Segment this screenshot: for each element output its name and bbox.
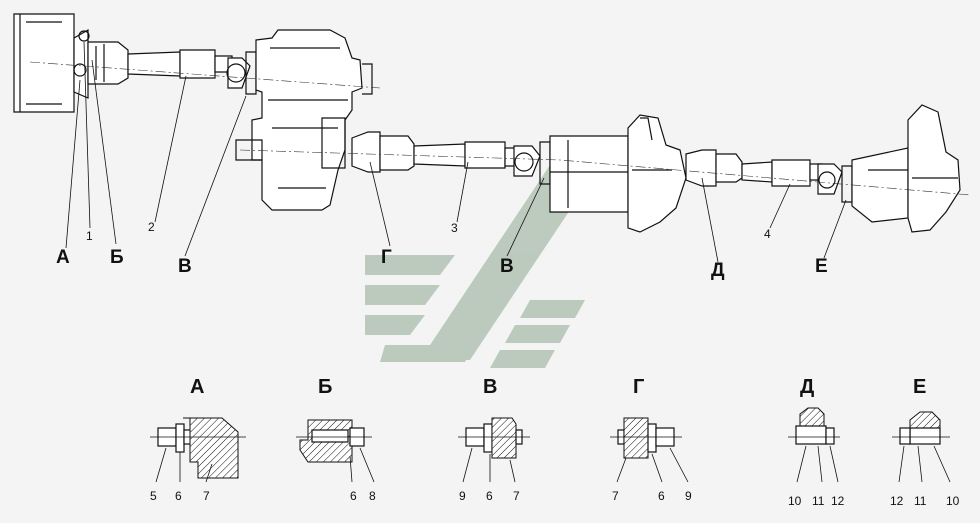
detail-d-n10: 10: [788, 494, 802, 508]
callout-2: 2: [148, 220, 155, 234]
callout-b: Б: [110, 247, 124, 268]
detail-b-n6: 6: [350, 489, 357, 503]
detail-b-title: Б: [318, 376, 332, 398]
detail-a-title: А: [190, 376, 204, 398]
rear-axle: [851, 104, 961, 233]
detail-a-n7: 7: [203, 489, 210, 503]
detail-v-n7: 7: [513, 489, 520, 503]
cardan-shaft-4: [685, 149, 853, 203]
callout-3: 3: [451, 221, 458, 235]
detail-d-n11: 11: [812, 494, 825, 508]
callout-v2: В: [500, 256, 514, 277]
detail-d-n12: 12: [831, 494, 845, 508]
detail-g-n9: 9: [685, 489, 692, 503]
callout-a: А: [56, 247, 70, 268]
detail-g: Г 7 6 9: [610, 376, 692, 503]
callout-4: 4: [764, 227, 771, 241]
engine-housing: [13, 13, 90, 113]
callout-d: Д: [711, 260, 725, 281]
leader-lines: [65, 41, 847, 263]
detail-e-title: Е: [913, 376, 926, 398]
detail-e-n10: 10: [946, 494, 960, 508]
center-lines: [29, 61, 971, 196]
cardan-shaft-2: [87, 41, 257, 95]
callout-labels: А 1 Б 2 В Г 3 В Д 4 Е: [56, 220, 828, 281]
callout-e: Е: [815, 256, 828, 277]
detail-b-n8: 8: [369, 489, 376, 503]
detail-b: Б 6 8: [296, 376, 376, 503]
detail-e-n11: 11: [914, 494, 927, 508]
transfer-case: [235, 29, 373, 211]
detail-g-title: Г: [633, 376, 644, 398]
middle-axle: [549, 114, 687, 233]
cardan-shaft-3: [351, 131, 551, 185]
detail-e: Е 12 11 10: [890, 376, 960, 508]
detail-v: В 9 6 7: [458, 376, 530, 503]
detail-a-n6: 6: [175, 489, 182, 503]
detail-g-n7: 7: [612, 489, 619, 503]
detail-v-title: В: [483, 376, 497, 398]
detail-v-n6: 6: [486, 489, 493, 503]
detail-v-n9: 9: [459, 489, 466, 503]
detail-a-n5: 5: [150, 489, 157, 503]
detail-a: А 5 6 7: [150, 376, 246, 503]
detail-g-n6: 6: [658, 489, 665, 503]
callout-v1: В: [178, 256, 192, 277]
callout-g: Г: [381, 247, 392, 268]
detail-d-title: Д: [800, 376, 814, 398]
callout-1: 1: [86, 229, 93, 243]
detail-d: Д 10 11 12: [788, 376, 845, 508]
detail-e-n12: 12: [890, 494, 904, 508]
